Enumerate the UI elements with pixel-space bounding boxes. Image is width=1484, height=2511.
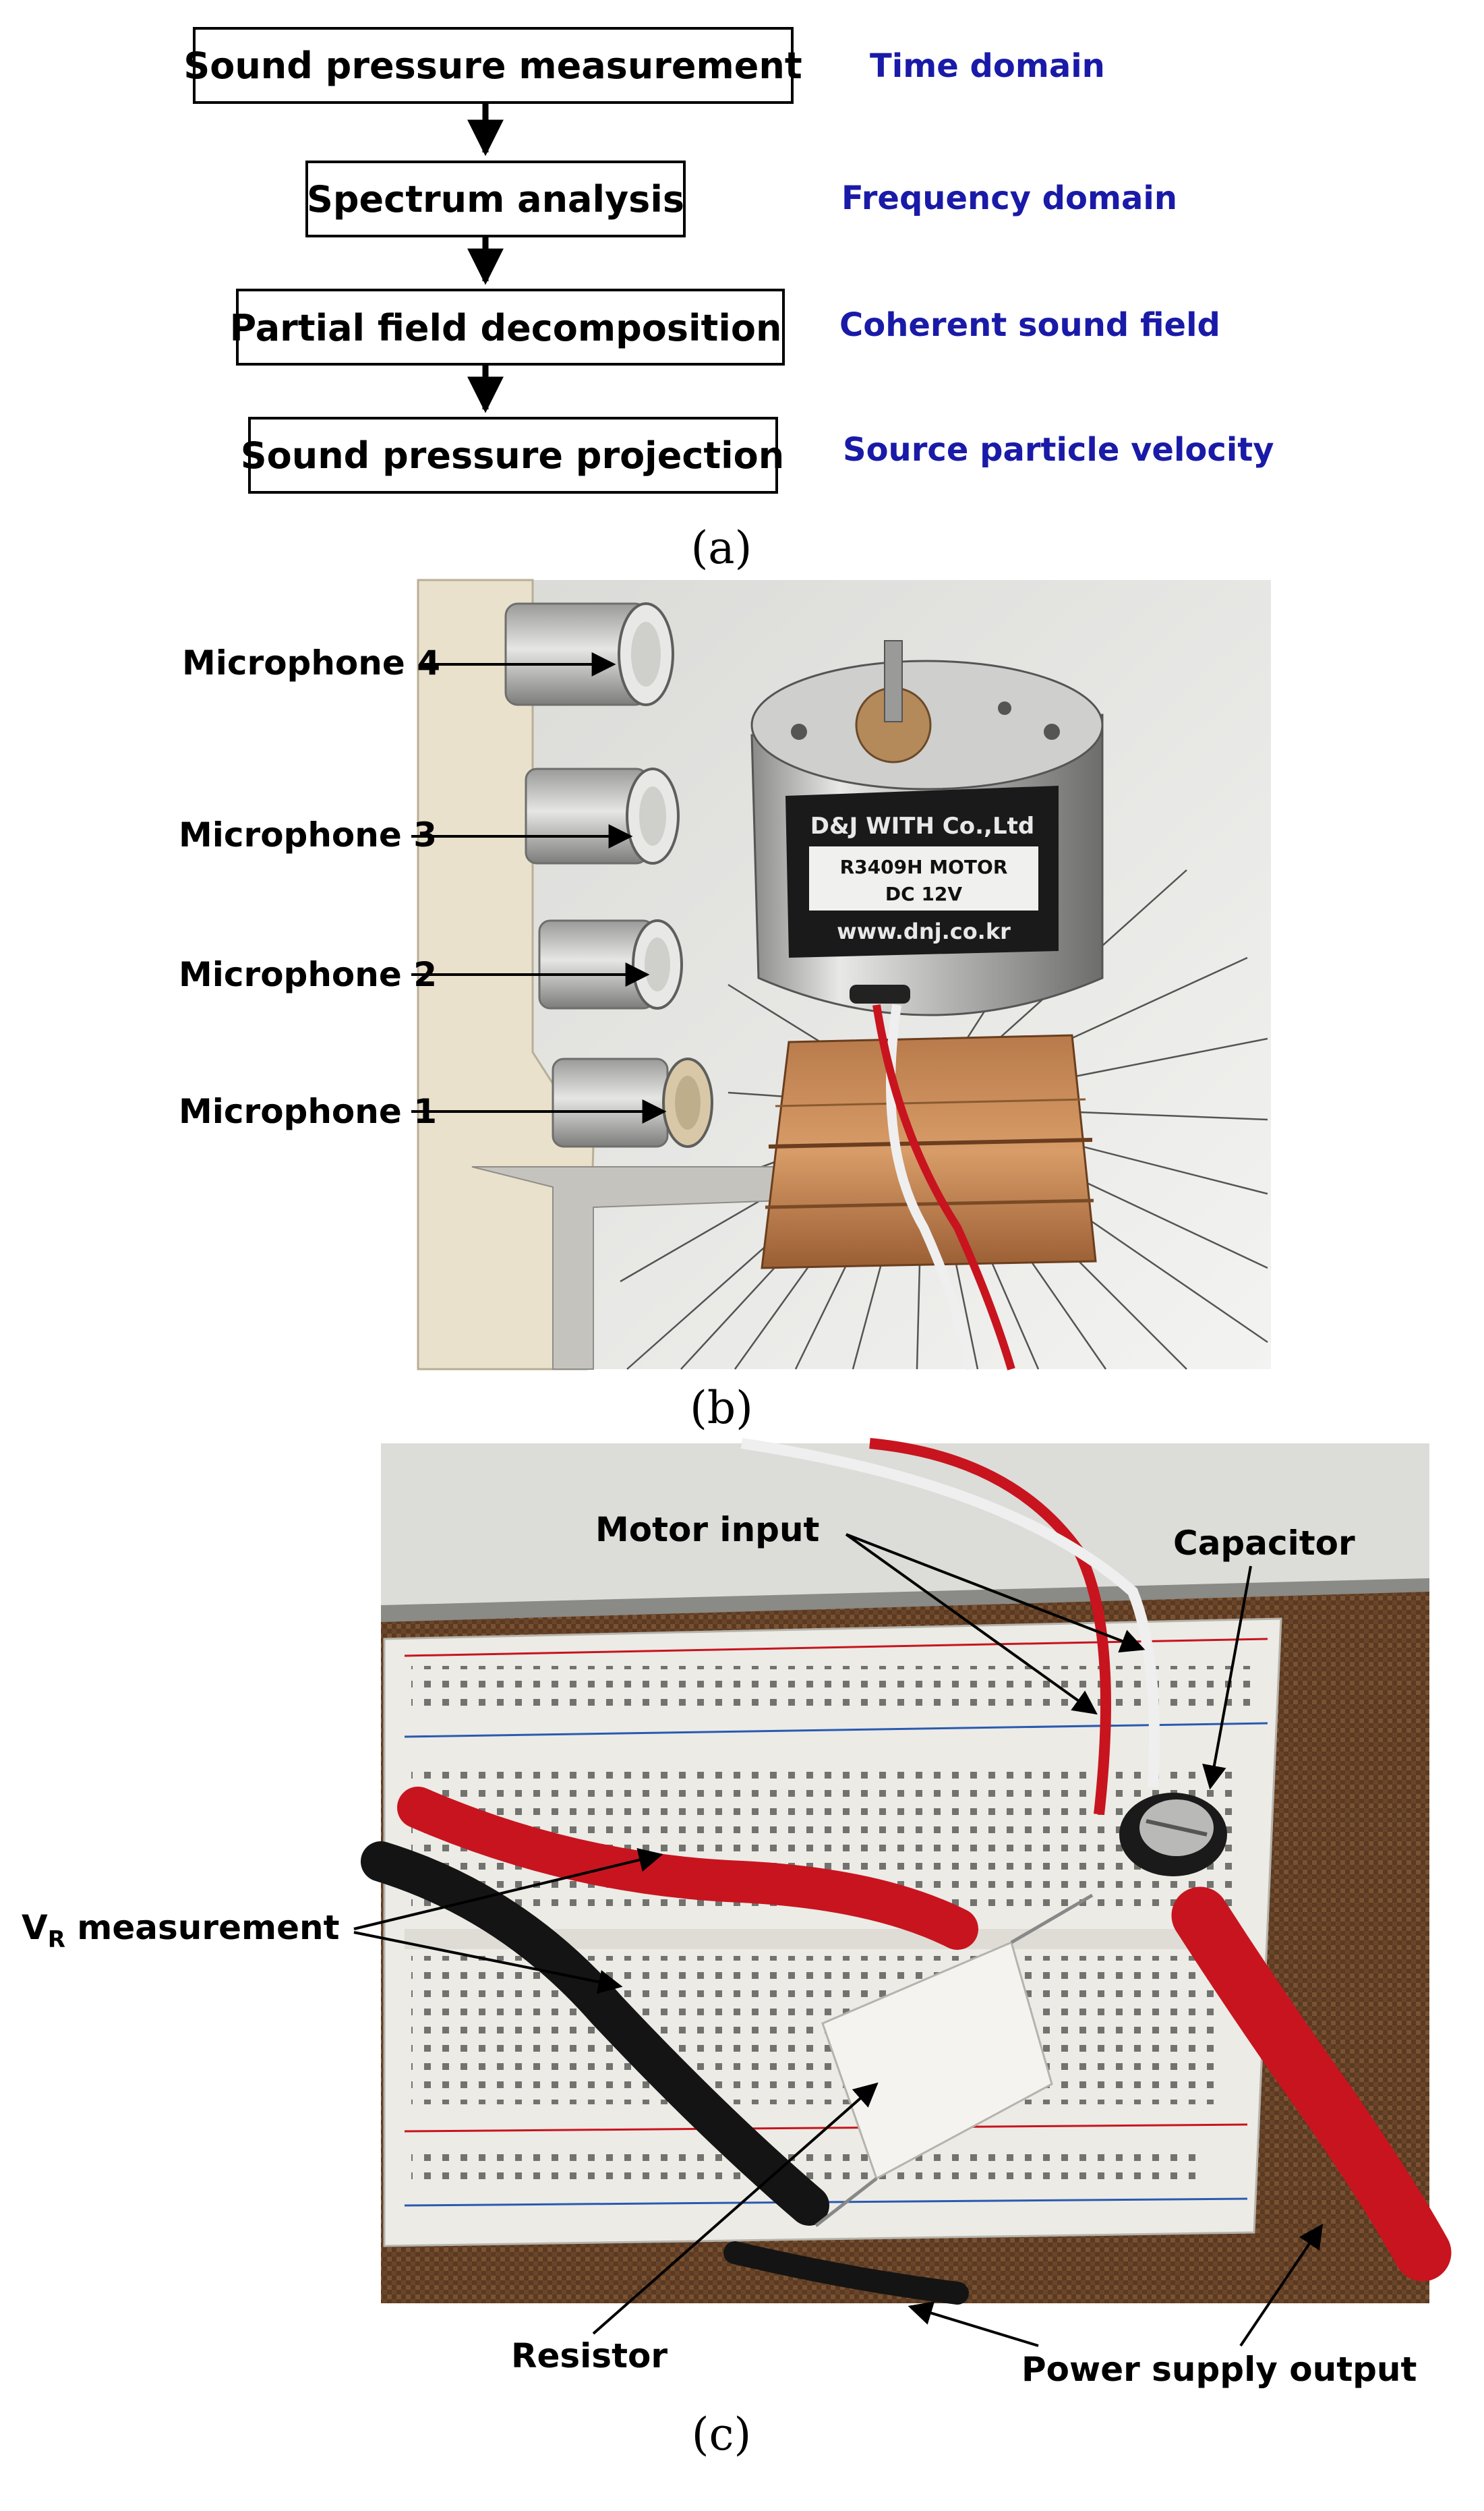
microphone-1 <box>552 1058 713 1148</box>
motor-label-line3: DC 12V <box>885 883 963 905</box>
label-vr-measurement: VR measurement <box>22 1908 339 1953</box>
red-clip-lead <box>397 1787 978 1950</box>
dc-motor: D&J WITH Co.,Ltd R3409H MOTOR DC 12V www… <box>750 640 1104 1016</box>
microphone-4 <box>504 602 674 706</box>
white-shelf <box>381 1443 1429 1619</box>
microphone-2 <box>538 919 683 1010</box>
caption-a: (a) <box>691 522 752 574</box>
panel-c-photo: Motor input Capacitor VR measurement Res… <box>22 1438 1452 2460</box>
arrow-motor-input-red <box>845 1533 1098 1715</box>
motor-input-wire-white <box>740 1438 1160 1788</box>
step-2-domain: Frequency domain <box>841 179 1177 217</box>
caption-b: (b) <box>690 1382 753 1434</box>
arrow-capacitor <box>1202 1565 1252 1790</box>
arrow-power-supply-left <box>908 2301 1039 2347</box>
label-capacitor: Capacitor <box>1173 1524 1355 1563</box>
arrow-vr-black <box>353 1931 623 1994</box>
step-4-label: Sound pressure projection <box>241 434 784 477</box>
vr-rest: measurement <box>65 1908 340 1947</box>
label-microphone-2: Microphone 2 <box>179 955 437 994</box>
red-clip-right <box>1171 1886 1452 2282</box>
caption-c: (c) <box>692 2408 751 2460</box>
wooden-block <box>761 1034 1097 1269</box>
resistor <box>814 1893 1094 2227</box>
arrow-power-supply-right <box>1239 2224 1324 2347</box>
step-3-domain: Coherent sound field <box>839 306 1220 344</box>
step-box-2: Spectrum analysis <box>305 161 686 237</box>
vr-main: V <box>22 1908 48 1947</box>
microphone-3 <box>525 768 680 865</box>
step-1-label: Sound pressure measurement <box>183 45 802 87</box>
panel-a-flowchart: Sound pressure measurement Time domain S… <box>183 27 1274 574</box>
label-microphone-4: Microphone 4 <box>182 643 440 683</box>
black-clip-tail <box>723 2241 969 2305</box>
step-1-domain: Time domain <box>870 47 1105 85</box>
label-resistor: Resistor <box>511 2336 667 2375</box>
label-power-supply: Power supply output <box>1021 2350 1417 2389</box>
arrow-motor-input-white <box>845 1533 1146 1653</box>
arrow-resistor <box>592 2082 879 2335</box>
step-4-domain: Source particle velocity <box>843 431 1274 469</box>
motor-label-line1: D&J WITH Co.,Ltd <box>810 813 1034 840</box>
step-3-label: Partial field decomposition <box>230 307 782 349</box>
vr-subscript: R <box>48 1926 65 1953</box>
label-microphone-1: Microphone 1 <box>179 1092 437 1131</box>
panel-b-photo: D&J WITH Co.,Ltd R3409H MOTOR DC 12V www… <box>179 579 1271 1434</box>
black-clip-lead <box>361 1841 829 2226</box>
step-box-4: Sound pressure projection <box>241 417 784 494</box>
motor-wire-red <box>872 1004 1015 1370</box>
motor-label-line4: www.dnj.co.kr <box>837 919 1011 944</box>
step-2-label: Spectrum analysis <box>307 178 684 221</box>
step-box-3: Partial field decomposition <box>230 289 785 366</box>
label-motor-input: Motor input <box>595 1510 819 1549</box>
label-microphone-3: Microphone 3 <box>179 815 437 855</box>
step-box-1: Sound pressure measurement <box>183 27 802 104</box>
capacitor <box>1119 1793 1227 1876</box>
arrow-vr-red <box>353 1848 663 1930</box>
motor-label-line2: R3409H MOTOR <box>840 856 1008 878</box>
